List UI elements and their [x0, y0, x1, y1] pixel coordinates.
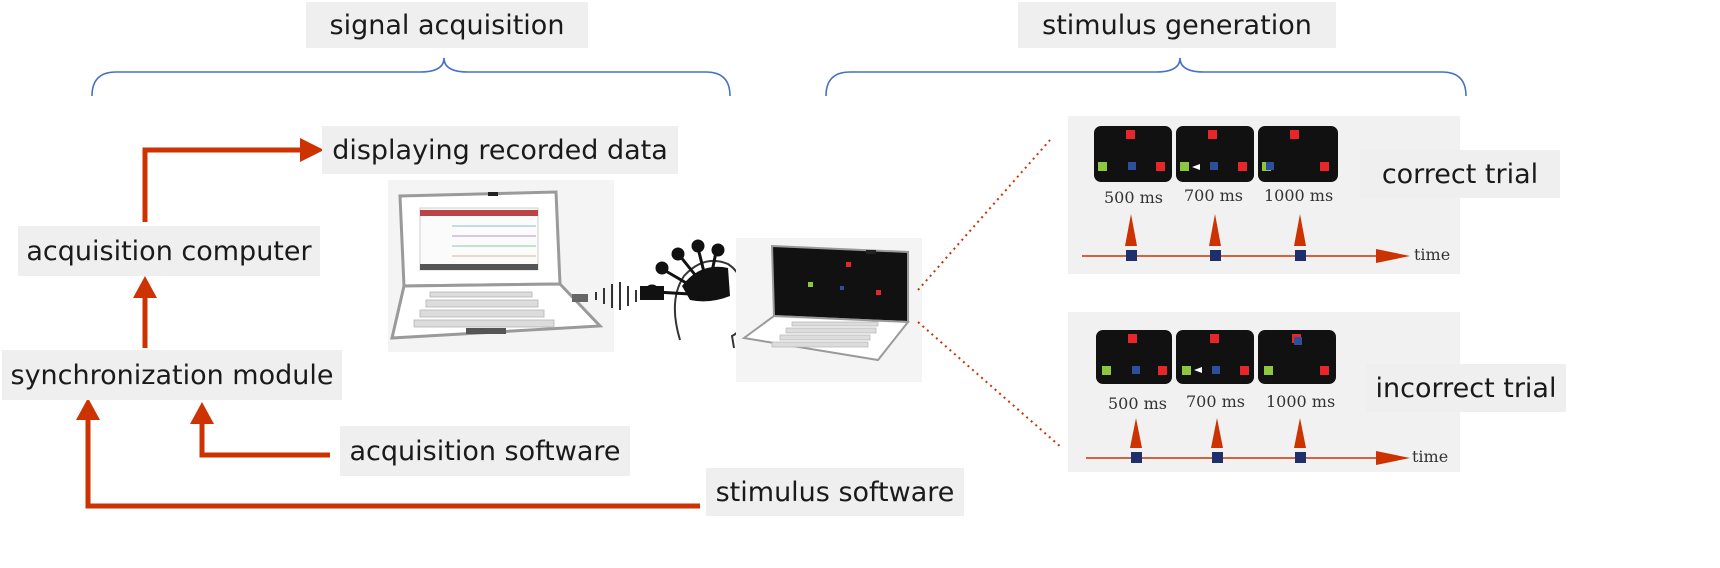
stimulus-laptop-illustration: [736, 238, 922, 382]
brace-signal-acquisition: [91, 57, 731, 97]
correct-trial-screens: [1094, 126, 1338, 182]
label-displaying-recorded-data: displaying recorded data: [322, 126, 678, 174]
arrowhead-stimsw: [76, 398, 100, 420]
eeg-head-icon: [640, 239, 750, 349]
acquisition-laptop-illustration: [388, 180, 614, 352]
label-incorrect-trial: incorrect trial: [1366, 364, 1566, 412]
correct-timeline: [1082, 214, 1410, 263]
correct-time-axis-label: time: [1414, 245, 1451, 264]
correct-time-500: 500 ms: [1104, 188, 1164, 207]
dotted-line-to-correct: [917, 139, 1051, 291]
correct-time-1000: 1000 ms: [1264, 186, 1334, 205]
label-acquisition-software: acquisition software: [340, 426, 630, 476]
signal-wave-icon: [595, 282, 637, 310]
label-correct-trial: correct trial: [1360, 150, 1560, 198]
label-stimulus-software: stimulus software: [706, 468, 964, 516]
correct-time-700: 700 ms: [1184, 186, 1244, 205]
label-acquisition-computer: acquisition computer: [18, 226, 320, 276]
arrow-stimsw-to-sync: [85, 418, 700, 509]
section-title-stimulus-generation: stimulus generation: [1018, 2, 1336, 48]
arrow-acqsw-to-sync: [199, 422, 330, 458]
arrowhead-display: [300, 138, 324, 162]
incorrect-time-1000: 1000 ms: [1266, 392, 1336, 411]
section-title-signal-acquisition: signal acquisition: [306, 2, 588, 48]
arrowhead-computer: [133, 276, 157, 298]
incorrect-timeline: [1086, 418, 1410, 465]
flow-arrows: [85, 147, 700, 509]
incorrect-time-500: 500 ms: [1108, 394, 1168, 413]
dotted-line-to-incorrect: [917, 321, 1063, 449]
brace-stimulus-generation: [825, 57, 1467, 97]
label-synchronization-module: synchronization module: [2, 350, 342, 400]
incorrect-trial-screens: [1096, 330, 1336, 384]
arrow-to-display: [142, 147, 300, 222]
incorrect-time-700: 700 ms: [1186, 392, 1246, 411]
arrowhead-acqsw: [190, 402, 214, 424]
incorrect-time-axis-label: time: [1412, 447, 1449, 466]
